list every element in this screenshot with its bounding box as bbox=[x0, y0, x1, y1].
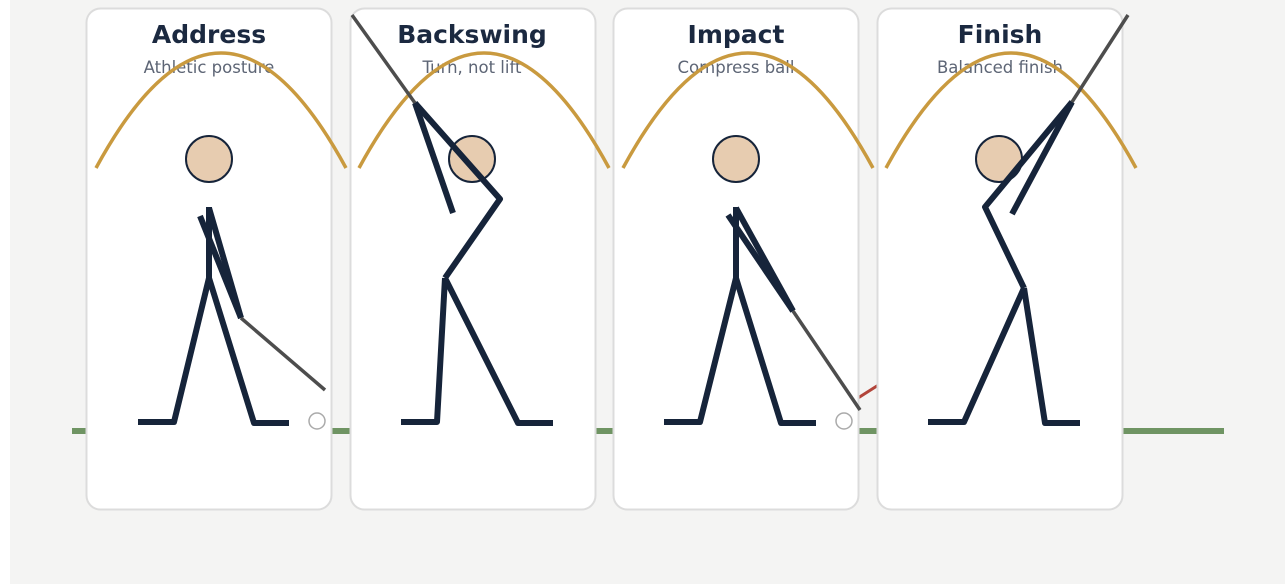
golfer-head bbox=[713, 136, 759, 182]
golfer-head bbox=[449, 136, 495, 182]
card-finish: Finish Balanced finish bbox=[878, 9, 1137, 510]
card-impact: Impact Compress ball bbox=[614, 9, 874, 510]
golf-ball bbox=[836, 413, 852, 429]
card-title: Finish bbox=[958, 20, 1043, 49]
card-background bbox=[351, 9, 596, 510]
card-address: Address Athletic posture bbox=[87, 9, 347, 510]
golf-ball bbox=[309, 413, 325, 429]
card-title: Address bbox=[152, 20, 266, 49]
card-title: Impact bbox=[688, 20, 785, 49]
card-title: Backswing bbox=[397, 20, 547, 49]
card-backswing: Backswing Turn, not lift bbox=[351, 9, 610, 510]
golfer-head bbox=[186, 136, 232, 182]
